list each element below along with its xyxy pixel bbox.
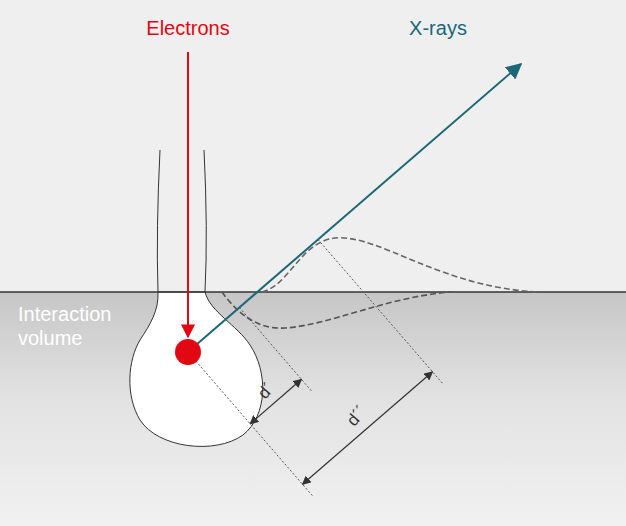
dashed-path-curve <box>222 292 452 328</box>
vacuum-ground <box>0 0 626 292</box>
region-label: Interaction volume <box>18 302 148 350</box>
volume-neck <box>157 150 160 292</box>
dimension-label: d´´ <box>342 401 371 430</box>
dashed-path-curve <box>262 238 540 292</box>
xray-arrow <box>196 64 521 345</box>
electron-beam-arrow <box>187 52 189 337</box>
dimension-arrow <box>303 372 433 485</box>
dotted-extension-line <box>188 352 312 496</box>
dimension-label: d´ <box>254 379 279 404</box>
dimension-arrow <box>250 379 301 424</box>
dotted-extension-line <box>318 240 442 384</box>
sample-ground <box>0 292 626 526</box>
emission-point <box>175 339 201 365</box>
beam-label: Electrons <box>146 16 229 40</box>
volume-neck <box>204 150 206 292</box>
dotted-extension-line <box>239 308 311 391</box>
beam-label: X-rays <box>409 16 467 40</box>
